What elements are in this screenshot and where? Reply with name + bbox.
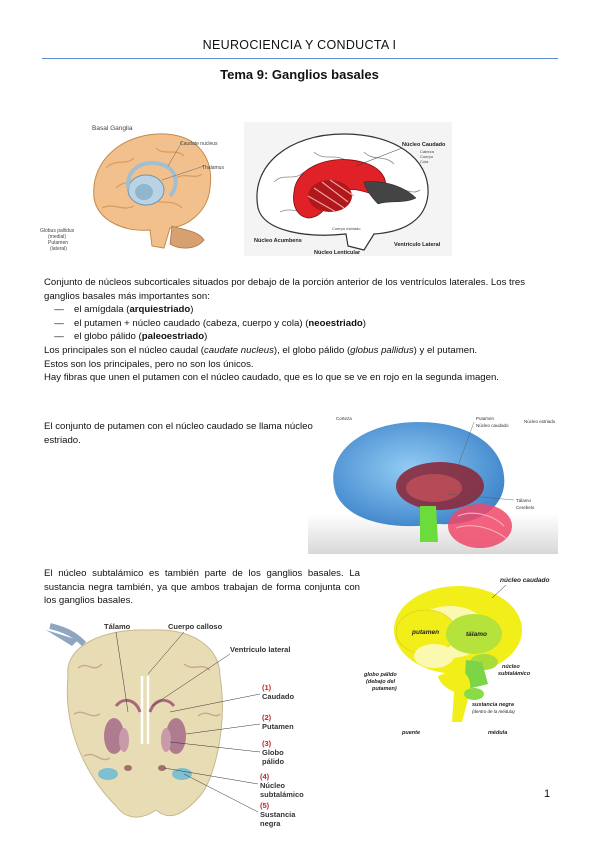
list-item: —el putamen + núcleo caudado (cabeza, cu… [54,317,366,329]
main-nuclei-line: Los principales son el núcleo caudal (ca… [44,344,478,356]
figure-striatum: Núcleo Caudado Cabeza Cuerpo Cola Núcleo… [244,122,452,256]
not-only-line: Estos son los principales, pero no son l… [44,358,254,370]
list-item: —el amígdala (arquiestriado) [54,304,194,316]
fig2-label-cola: Cola [420,159,429,164]
page-number: 1 [544,788,551,800]
fig5-label-putamen: Putamen [262,722,294,731]
paragraph-intro: Conjunto de núcleos subcorticales situad… [44,276,560,385]
fig5-label-sustancia: Sustancia [260,810,296,819]
fig5-label-globo: Globo [262,748,284,757]
figure-basal-ganglia: Basal Ganglia Caudate nucleus Thalamus G… [92,125,224,249]
fig5-label-palido: pálido [262,757,285,766]
fibers-line: Hay fibras que unen el putamen con el nú… [44,372,499,384]
figure-coronal: Tálamo Cuerpo calloso Ventrículo lateral… [44,616,314,828]
fig2-label-ventriculo: Ventrículo Lateral [394,242,441,248]
fig5-label-negra: negra [260,819,281,828]
intro-text: Conjunto de núcleos subcorticales situad… [44,277,526,302]
fig3-label-talamo: Tálamo [516,498,532,503]
fig5-label-nucleo: Núcleo [260,781,285,790]
fig3-label-putamen: Putamen [476,416,495,421]
fig4-label-putamen: putamen [411,629,439,636]
fig2-label-estriado: Cuerpo estriado [332,226,361,231]
fig4-label-puente: puente [401,730,420,736]
figure-schematic: núcleo caudado putamen tálamo globo páli… [363,577,550,736]
fig1-side-lateral: (lateral) [50,246,67,252]
fig1-side-globus: Globus pallidus [40,228,75,234]
fig3-label-caudado: Núcleo caudado [476,423,509,428]
fig4-label-globo: globo pálido [363,672,397,678]
fig1-title: Basal Ganglia [92,125,133,132]
fig2-label-caudado: Núcleo Caudado [402,142,446,148]
fig5-label-talamo: Tálamo [104,622,131,631]
fig3-label-corteza: Corteza [336,416,352,421]
fig5-label-2: (2) [262,713,272,722]
page-title: Tema 9: Ganglios basales [220,67,379,82]
fig3-label-cerebelo: Cerebelo [516,505,535,510]
fig5-label-ventriculo: Ventrículo lateral [230,645,290,654]
fig2-label-cuerpo: Cuerpo [420,154,434,159]
fig1-label-caudate: Caudate nucleus [180,141,218,147]
fig2-label-acumbens: Núcleo Acumbens [254,238,302,244]
paragraph-striatum: El conjunto de putamen con el núcleo cau… [44,421,313,446]
header-rule [42,58,558,59]
fig1-label-thalamus: Thalamus [202,165,224,171]
fig1-side-medial: (medial) [48,234,67,240]
list-item: —el globo pálido (paleoestriado) [54,331,208,343]
fig4-label-sustancia: sustancia negra [472,702,514,708]
fig4-label-subtalamico: subtalámico [498,671,531,677]
fig5-label-5: (5) [260,801,270,810]
fig5-label-subtalamico: subtalámico [260,790,304,799]
fig5-label-4: (4) [260,772,270,781]
fig4-label-debajo: (debajo del [366,679,396,685]
figure-3d-brain: Corteza Putamen Núcleo caudado Núcleo es… [308,416,558,554]
fig4-label-putamen2: putamen) [371,686,397,692]
paragraph-subthalamic: El núcleo subtalámico es también parte d… [44,568,360,607]
fig4-label-medula: médula [488,730,507,736]
fig1-side-labels: Globus pallidus (medial) Putamen (latera… [40,228,88,258]
fig5-label-3: (3) [262,739,272,748]
fig4-label-talamo: tálamo [466,631,487,638]
document-header: NEUROCIENCIA Y CONDUCTA I [202,38,397,52]
fig1-side-putamen: Putamen [48,240,69,246]
fig4-label-caudado: núcleo caudado [500,577,550,584]
fig5-label-calloso: Cuerpo calloso [168,622,223,631]
fig3-label-estriado: Núcleo estriado [524,419,556,424]
fig2-label-cabeza: Cabeza [420,149,435,154]
fig4-label-dentro: (dentro de la médula) [472,709,515,714]
fig2-label-lenticular: Núcleo Lenticular [314,250,361,256]
fig5-label-caudado: Caudado [262,692,295,701]
fig5-label-1: (1) [262,683,272,692]
fig4-label-nucleo: núcleo [502,664,520,670]
